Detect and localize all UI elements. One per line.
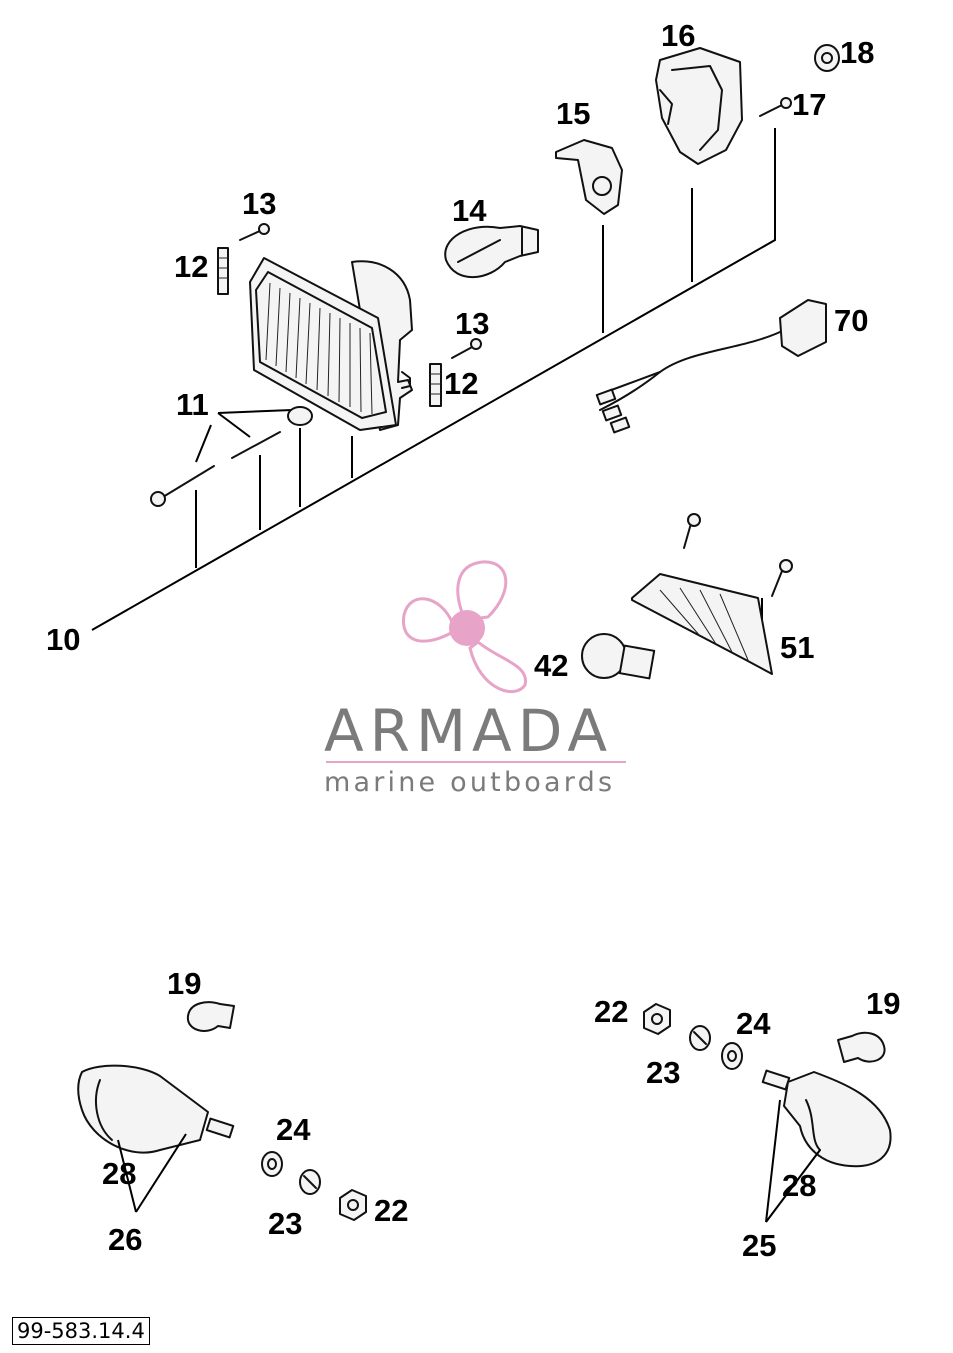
brand-subtitle: marine outboards <box>324 767 615 798</box>
left-indicator-assembly <box>77 1001 367 1221</box>
callout-12-mid: 12 <box>444 366 478 401</box>
callout-16: 16 <box>661 18 695 53</box>
tail-light-51 <box>631 513 793 675</box>
headlight-assembly <box>249 257 413 431</box>
wiring-harness-70 <box>595 299 827 434</box>
tail-bulb-42 <box>581 633 656 680</box>
callout-70: 70 <box>834 303 868 338</box>
callout-28-right: 28 <box>782 1168 816 1203</box>
callout-13-mid: 13 <box>455 306 489 341</box>
clip-12-mid <box>429 363 442 407</box>
callout-17: 17 <box>792 87 826 122</box>
callout-14: 14 <box>452 193 487 228</box>
adjust-screw-11 <box>150 406 313 507</box>
brand-title: ARMADA <box>324 697 613 765</box>
callout-23-right: 23 <box>646 1055 680 1090</box>
screw-13-mid <box>451 338 482 359</box>
callout-22-right: 22 <box>594 994 628 1029</box>
propeller-icon <box>402 560 527 694</box>
callout-12-top: 12 <box>174 249 208 284</box>
screw-17 <box>759 97 792 117</box>
diagram-reference-code: 99-583.14.4 <box>12 1317 150 1345</box>
callout-42: 42 <box>534 648 568 683</box>
bulb-holder-15 <box>555 139 623 215</box>
callout-19-left: 19 <box>167 966 201 1001</box>
bulb-19-left <box>186 1001 235 1032</box>
callouts: 10 11 12 13 13 12 14 15 16 17 18 70 42 5… <box>46 18 900 1263</box>
callout-18: 18 <box>840 35 874 70</box>
callout-15: 15 <box>556 96 590 131</box>
callout-22-left: 22 <box>374 1193 408 1228</box>
callout-24-right: 24 <box>736 1006 771 1041</box>
screw-13-top <box>239 223 270 241</box>
callout-23-left: 23 <box>268 1206 302 1241</box>
callout-19-right: 19 <box>866 986 900 1021</box>
leader-lines <box>91 128 776 631</box>
callout-10: 10 <box>46 622 80 657</box>
callout-26: 26 <box>108 1222 142 1257</box>
grommet-18 <box>814 44 840 72</box>
armada-logo: ARMADA marine outboards <box>324 560 626 798</box>
callout-13-top: 13 <box>242 186 276 221</box>
callout-25: 25 <box>742 1228 776 1263</box>
callout-11: 11 <box>176 387 209 422</box>
rear-cover-16 <box>655 47 743 165</box>
callout-24-left: 24 <box>276 1112 311 1147</box>
callout-51: 51 <box>780 630 814 665</box>
clip-12-top <box>217 247 229 295</box>
callout-28-left: 28 <box>102 1156 136 1191</box>
headlight-bulb-14 <box>444 225 539 279</box>
right-indicator-assembly <box>643 1003 892 1223</box>
